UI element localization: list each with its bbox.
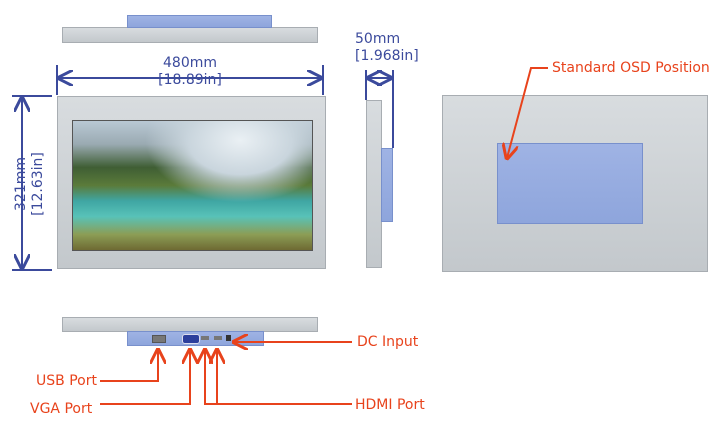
width-dimension-label: 480mm [18.89in] [150,55,230,89]
vga-port-label: VGA Port [30,401,93,417]
width-in: [18.89in] [158,72,222,88]
hdmi-connector-1 [201,336,209,340]
back-view-board [497,143,643,224]
width-mm: 480mm [163,55,217,71]
top-view-board [127,15,272,28]
usb-connector [152,335,166,343]
back-view-frame [442,95,708,272]
height-in: [12.63in] [30,152,46,216]
dc-input-label: DC Input [357,334,419,350]
osd-position-label: Standard OSD Position [552,60,710,76]
depth-dimension-label: 50mm [1.968in] [355,31,420,65]
depth-in: [1.968in] [355,48,419,64]
height-dimension-label: 321mm [12.63in] [13,129,47,239]
hdmi-port-label: HDMI Port [355,397,425,413]
dc-connector [226,335,231,341]
depth-mm: 50mm [355,31,401,47]
height-mm: 321mm [13,157,29,211]
front-view-screen-image [72,120,313,251]
vga-connector [182,334,200,344]
side-view-board [381,148,393,222]
hdmi-connector-2 [214,336,222,340]
usb-port-label: USB Port [36,373,97,389]
